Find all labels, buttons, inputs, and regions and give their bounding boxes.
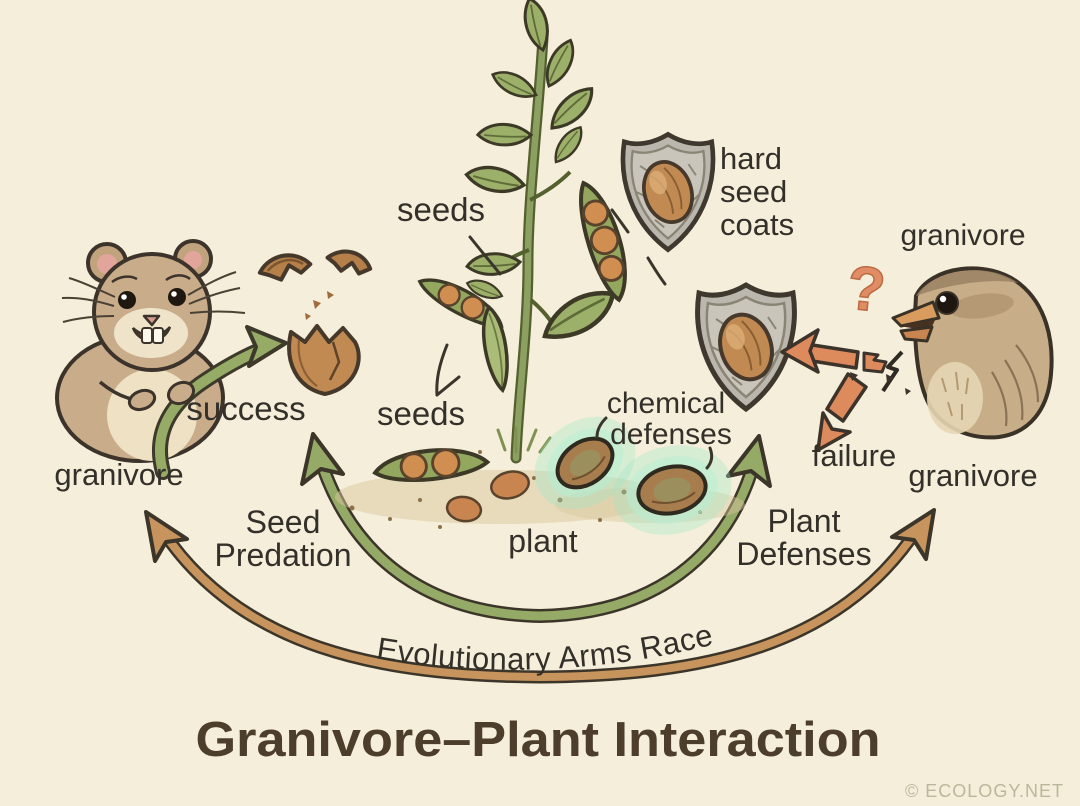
success-label: success (186, 390, 305, 427)
svg-text:hard: hard (720, 141, 782, 176)
plant-label: plant (508, 523, 578, 559)
chemical-defenses-label: chemical defenses (607, 387, 732, 451)
plant-illustration (413, 0, 627, 464)
svg-text:Defenses: Defenses (736, 536, 871, 572)
arms-race-arc-arrow (144, 508, 936, 684)
svg-text:defenses: defenses (610, 418, 732, 451)
svg-text:seed: seed (720, 174, 787, 209)
seeds-top-label: seeds (397, 191, 485, 228)
fallen-seed (445, 470, 530, 523)
svg-text:Predation: Predation (215, 537, 352, 573)
hard-seed-coats-label: hard seed coats (720, 141, 794, 242)
seed-pod-closed (481, 304, 509, 394)
page-title: Granivore–Plant Interaction (196, 713, 881, 767)
svg-text:Plant: Plant (768, 503, 841, 539)
failure-label: failure (812, 438, 896, 473)
bird-granivore-illustration (891, 266, 1054, 440)
seed-predation-label: Seed Predation (215, 504, 352, 573)
svg-text:chemical: chemical (607, 387, 725, 420)
seeds-left-label: seeds (377, 395, 465, 432)
leader-lines (435, 208, 714, 470)
crack-icon (881, 350, 904, 393)
rodent-paw (166, 380, 196, 406)
question-mark-icon: ? (844, 253, 889, 326)
cracked-seed-illustration (257, 249, 373, 396)
shield-icon (623, 134, 713, 249)
plant-defenses-label: Plant Defenses (736, 503, 871, 572)
granivore-label-right-bottom: granivore (908, 458, 1037, 493)
granivore-label-left: granivore (54, 457, 183, 492)
seed-pod-open-right (579, 180, 627, 303)
success-arrow (151, 325, 288, 480)
granivore-label-right-top: granivore (900, 219, 1025, 252)
svg-text:Seed: Seed (246, 504, 321, 540)
chemical-defense-seeds (534, 416, 732, 535)
failure-arrow (780, 328, 911, 452)
coevolution-arc-arrow (300, 432, 772, 624)
watermark: © ECOLOGY.NET (905, 781, 1064, 801)
rodent-granivore-illustration (55, 239, 246, 463)
svg-text:coats: coats (720, 207, 794, 242)
